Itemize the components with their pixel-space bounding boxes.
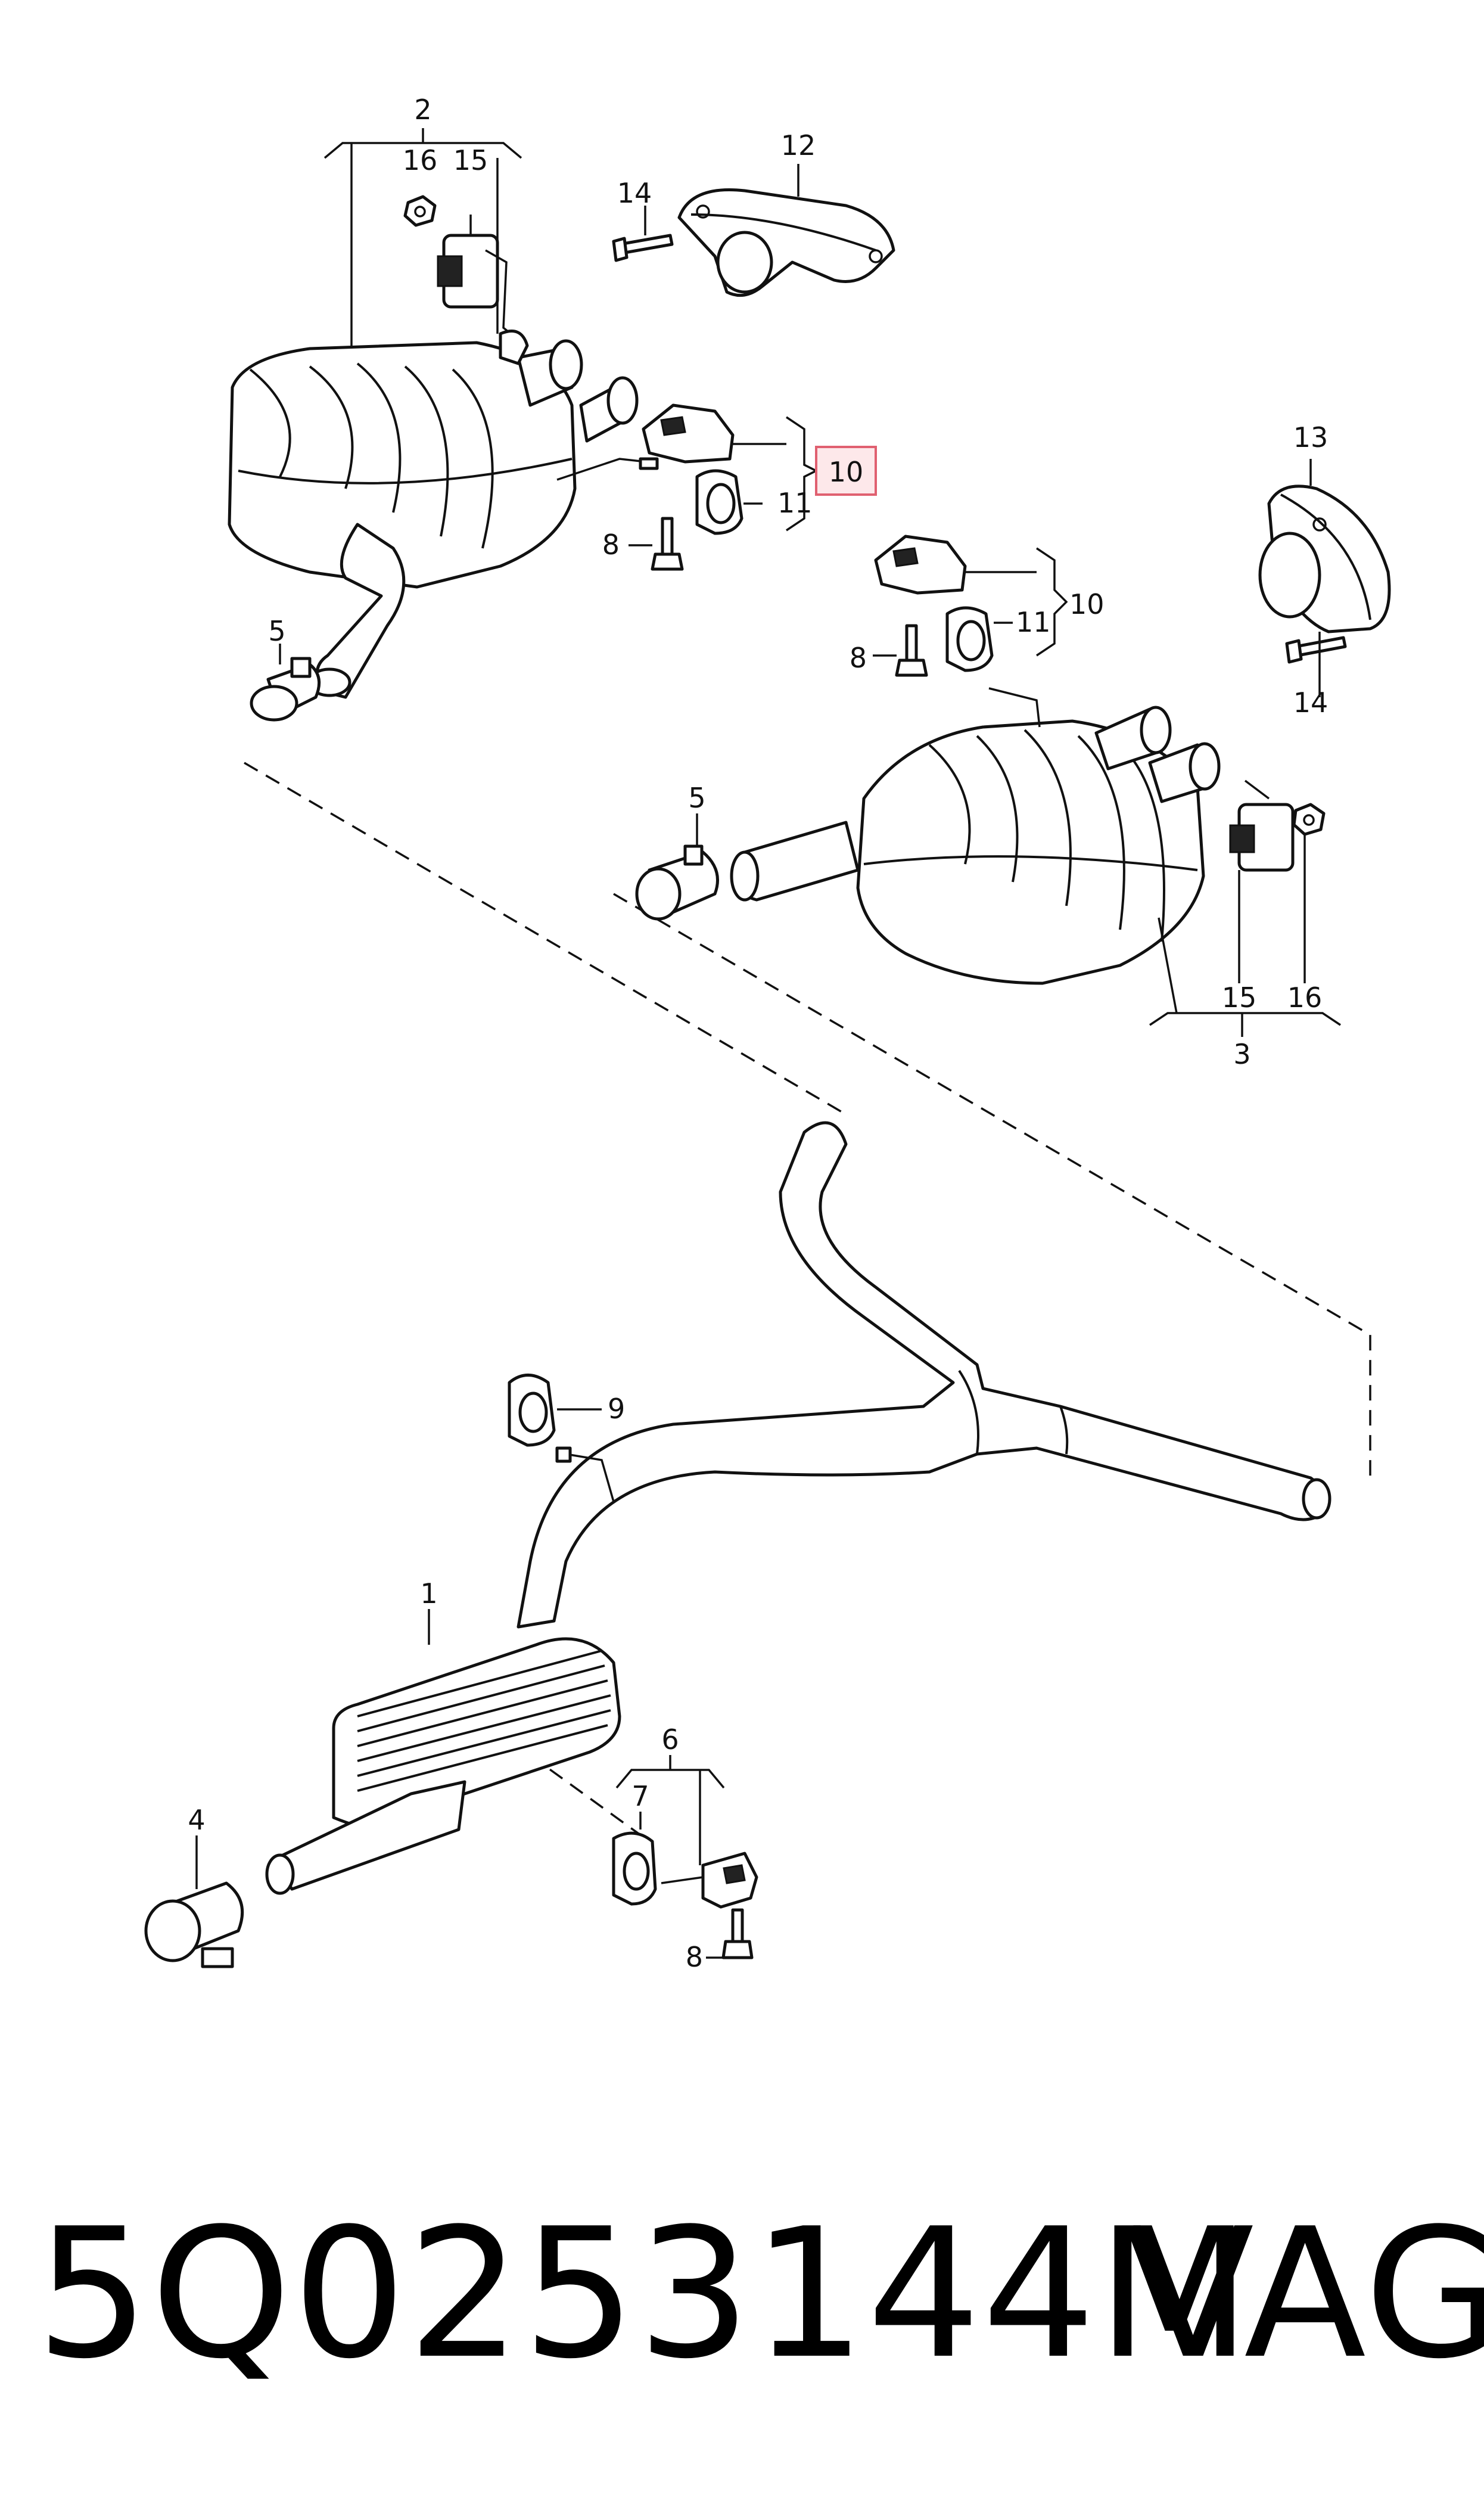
bracket-hanger-assembly-right <box>873 535 1068 677</box>
pipe-clamp-middle <box>635 813 719 921</box>
part-number: 5Q0253144M <box>36 2190 1252 2398</box>
callout-16-top: 16 <box>403 144 438 176</box>
tailpipe-heat-shield-12 <box>612 164 895 297</box>
callout-14-top: 14 <box>617 177 652 209</box>
callout-15-top: 15 <box>453 144 489 176</box>
pipe-clamp-front-4 <box>144 1835 244 1968</box>
exhaust-parts-diagram: 2 16 15 12 14 13 10 11 8 10 11 8 5 14 5 … <box>144 94 1391 1973</box>
callout-3: 3 <box>1233 1038 1250 1070</box>
callout-15-right: 15 <box>1222 981 1257 1014</box>
callout-13: 13 <box>1293 421 1329 454</box>
callout-8-bottom: 8 <box>686 1941 703 1973</box>
callout-11-right: 11 <box>1016 606 1051 638</box>
bracket-hanger-assembly-top <box>629 403 819 571</box>
assembly-dash-lines <box>244 762 1371 1843</box>
bracket-hanger-assembly-bottom <box>612 1755 758 1959</box>
tailpipe-heat-shield-13 <box>1258 459 1391 697</box>
callout-11-top: 11 <box>777 487 813 519</box>
callout-12: 12 <box>781 129 816 161</box>
callout-10-highlighted: 10 <box>829 456 864 488</box>
callout-9: 9 <box>608 1393 625 1425</box>
callout-1: 1 <box>420 1577 437 1610</box>
callout-2: 2 <box>414 94 431 126</box>
callout-14-right: 14 <box>1293 687 1329 719</box>
brand-name: VAG <box>1132 2190 1484 2398</box>
pipe-clamp-top <box>250 644 321 722</box>
callout-5-middle: 5 <box>688 782 705 814</box>
callout-6: 6 <box>661 1723 679 1756</box>
callout-7: 7 <box>631 1780 649 1812</box>
callout-8-top: 8 <box>602 529 620 561</box>
callout-labels: 2 16 15 12 14 13 10 11 8 10 11 8 5 14 5 … <box>188 94 1328 1973</box>
intermediate-y-pipe <box>508 1121 1331 1629</box>
callout-8-right: 8 <box>850 642 867 674</box>
callout-10-right: 10 <box>1069 588 1105 620</box>
callout-4: 4 <box>188 1804 205 1836</box>
highlight-box-10 <box>815 446 877 496</box>
rear-silencer-left-group <box>228 128 659 699</box>
part-number-footer: 5Q0253144M VAG <box>0 2205 1484 2473</box>
callout-16-right: 16 <box>1287 981 1323 1014</box>
rear-silencer-right-group <box>730 687 1341 1037</box>
front-silencer-1 <box>265 1609 621 1895</box>
callout-5-top: 5 <box>268 615 285 647</box>
